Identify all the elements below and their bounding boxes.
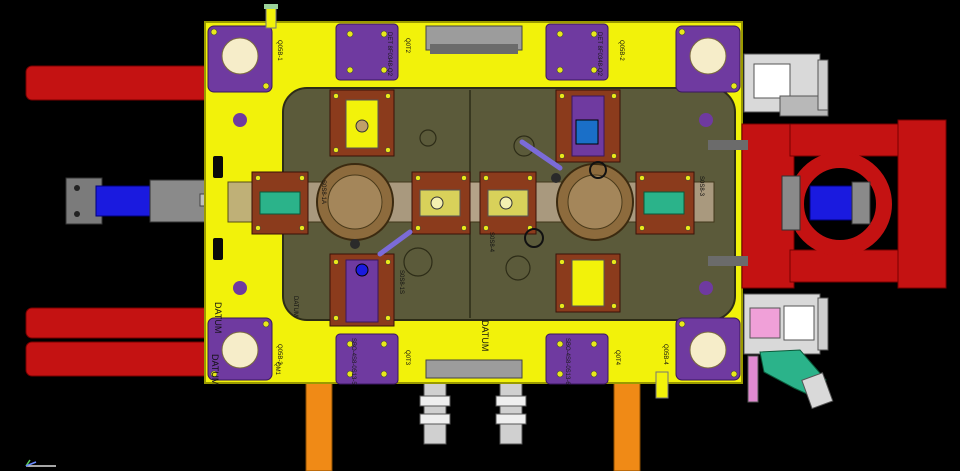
green-fitting xyxy=(655,349,834,410)
clamp-label-tr: Q05B-2 xyxy=(618,40,624,61)
datum-label-cavity-left: DATUM xyxy=(292,296,298,317)
bracket-bottom-right xyxy=(743,293,829,355)
left-hydraulic-cylinder xyxy=(65,177,239,225)
part-label-bottom-right: SBO-4S8-0S13-6 xyxy=(564,338,570,385)
clamp-bottom-mid-right xyxy=(545,333,609,385)
slides-right-cavity xyxy=(479,89,695,313)
cavity-rings xyxy=(316,163,634,241)
part-label-top-right: DET 8F0348-Q2 xyxy=(596,32,602,77)
slide-label-center-right: S0S8-4 xyxy=(488,232,494,253)
slide-label-center-left: S0S8-1S xyxy=(398,270,404,294)
cylinder-mount-block xyxy=(149,179,207,223)
text-labels: DATUM DATUM DATUM DATUM Q05B-1 Q05B-2 Q0… xyxy=(210,32,704,385)
bottom-couplings xyxy=(419,379,527,445)
clamp-top-mid-right xyxy=(545,23,609,81)
datum-label-center: DATUM xyxy=(480,320,490,351)
red-cylinder-bottom-left-2 xyxy=(25,341,217,377)
datum-label-left-bottom: DATUM xyxy=(210,354,220,385)
clamp-label-tl: Q05B-1 xyxy=(276,40,282,61)
bottom-grey-block xyxy=(425,359,523,379)
datum-label-left-mid: DATUM xyxy=(213,302,223,333)
red-cylinder-top-left xyxy=(25,65,217,101)
tag-q0t3: Q0T3 xyxy=(404,350,410,366)
clamp-top-mid-left xyxy=(335,23,399,81)
clamp-label-br: Q05B-4 xyxy=(662,344,668,365)
part-label-top-left: DET 8F0348-Q2 xyxy=(386,32,392,77)
orange-leg-1 xyxy=(305,380,333,471)
clamp-bottom-mid-left xyxy=(335,333,399,385)
axis-triad-icon xyxy=(25,459,56,467)
bracket-top-right xyxy=(743,53,829,117)
red-block-right-outer xyxy=(897,119,947,289)
orange-legs xyxy=(305,380,641,471)
right-red-frame xyxy=(741,119,947,289)
slide-label-left: S0S8-1A xyxy=(320,180,326,204)
red-cylinder-bottom-left-1 xyxy=(25,307,217,339)
part-label-bottom-left: SBO-4S8-0S13-5 xyxy=(350,338,356,385)
slide-label-right: S0S8-3 xyxy=(698,176,704,197)
clamp-label-bl: Q05B-3 xyxy=(276,344,282,365)
tag-qm1: QM1 xyxy=(274,362,280,376)
tag-q0t2: Q0T2 xyxy=(404,38,410,54)
orange-leg-2 xyxy=(613,380,641,471)
blue-cylinder-left xyxy=(95,185,153,217)
slides-left-cavity xyxy=(251,89,471,327)
tag-q0t4: Q0T4 xyxy=(614,350,620,366)
